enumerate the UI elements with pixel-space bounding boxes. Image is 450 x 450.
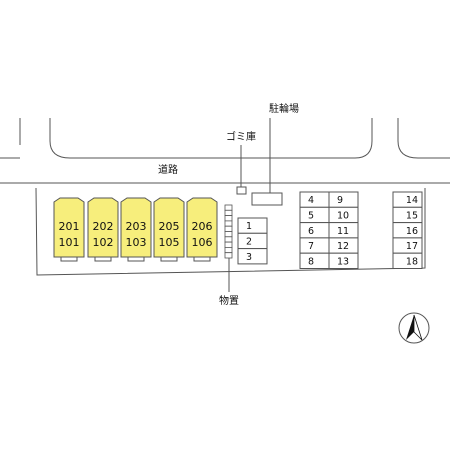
storage-compartment	[224, 241, 233, 248]
parking-space-number: 15	[406, 210, 418, 221]
parking-space-number: 13	[337, 256, 349, 267]
bicycle-parking-label: 駐輪場	[269, 102, 299, 115]
unit-outline	[186, 197, 218, 258]
parking-group-a: 1 2 3	[237, 217, 268, 265]
parking-space	[237, 232, 268, 250]
unit-number-upper: 203	[126, 220, 147, 233]
unit-entrance	[193, 256, 211, 262]
unit-entrance	[127, 256, 145, 262]
storage-compartment	[224, 204, 233, 211]
unit-number-upper: 206	[192, 220, 213, 233]
unit-number-lower: 105	[159, 236, 180, 249]
bicycle-parking-area	[251, 192, 283, 206]
storage-compartment	[224, 215, 233, 222]
parking-space	[237, 248, 268, 265]
parking-space-number: 14	[406, 195, 418, 206]
parking-space	[299, 252, 330, 269]
parking-space-number: 18	[406, 256, 418, 267]
road-label: 道路	[158, 163, 178, 176]
storage-shed	[224, 204, 233, 259]
parking-space-number: 2	[246, 236, 252, 247]
parking-group-c: 14 15 16 17 18	[392, 191, 423, 269]
unit-outline	[120, 197, 152, 258]
parking-space	[328, 252, 359, 269]
access-lane	[0, 118, 450, 159]
storage-compartment	[224, 246, 233, 254]
storage-compartment	[224, 252, 233, 259]
unit-number-lower: 101	[59, 236, 80, 249]
unit-entrance	[160, 256, 178, 262]
storage-compartment	[224, 236, 233, 243]
unit-number-lower: 106	[192, 236, 213, 249]
parking-space-number: 3	[246, 252, 252, 263]
parking-space-number: 16	[406, 226, 418, 237]
unit-number-upper: 202	[93, 220, 114, 233]
parking-space-number: 9	[337, 195, 343, 206]
garbage-station	[236, 186, 247, 195]
parking-space-number: 7	[308, 241, 314, 252]
parking-space	[299, 222, 330, 239]
parking-space-number: 8	[308, 256, 314, 267]
site-boundary	[0, 182, 450, 276]
parking-space	[328, 191, 359, 208]
parking-space	[299, 237, 330, 254]
unit-outline	[87, 197, 119, 258]
unit-entrance	[94, 256, 112, 262]
unit-entrance	[60, 256, 78, 262]
storage-compartment	[224, 220, 233, 227]
unit-number-lower: 102	[93, 236, 114, 249]
garbage-label: ゴミ庫	[226, 130, 256, 143]
unit-number-lower: 103	[126, 236, 147, 249]
unit-number-upper: 205	[159, 220, 180, 233]
unit-outline	[53, 197, 85, 258]
parking-space	[299, 206, 330, 224]
parking-space-number: 10	[337, 210, 349, 221]
unit-number-upper: 201	[59, 220, 80, 233]
storage-compartment	[224, 231, 233, 238]
parking-space-number: 17	[406, 241, 418, 252]
unit-outline	[153, 197, 185, 258]
parking-space	[299, 191, 330, 208]
parking-space-number: 12	[337, 241, 349, 252]
parking-space-number: 1	[246, 221, 252, 232]
parking-space	[237, 217, 268, 234]
parking-space	[392, 252, 423, 269]
parking-group-b: 4 5 6 7 8 9 10 11 12 13	[299, 191, 359, 269]
north-arrow-icon	[398, 312, 430, 344]
parking-space-number: 5	[308, 210, 314, 221]
storage-label: 物置	[219, 294, 239, 307]
parking-space-number: 6	[308, 226, 314, 237]
parking-space-number: 11	[337, 226, 349, 237]
parking-space-number: 4	[308, 195, 314, 206]
storage-compartment	[224, 209, 233, 217]
storage-compartment	[224, 225, 233, 232]
